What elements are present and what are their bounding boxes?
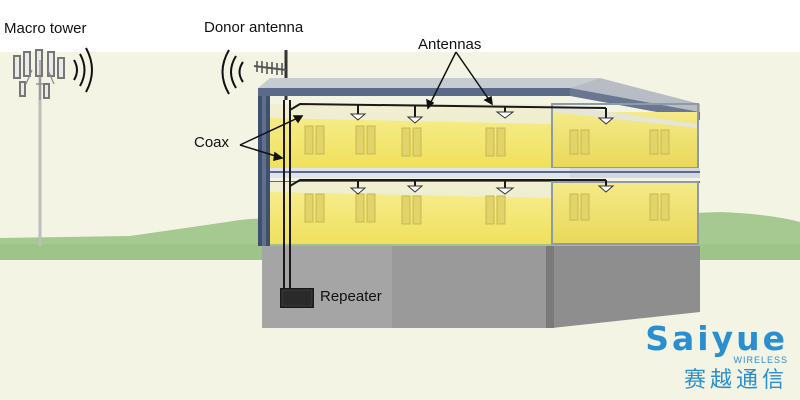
logo-subtitle: WIRELESS — [733, 355, 788, 365]
logo-chinese-name: 赛越通信 — [683, 368, 788, 393]
coax-label: Coax — [194, 134, 230, 151]
repeater-label: Repeater — [320, 288, 382, 305]
macro-tower-signal-icon — [73, 47, 93, 93]
donor-antenna-signal-icon — [221, 49, 244, 95]
coax-cables — [283, 100, 607, 290]
windows-lower — [304, 193, 670, 225]
building — [258, 78, 700, 328]
logo-wordmark: Saiyue — [645, 319, 788, 358]
windows-upper — [304, 125, 670, 157]
label-pointers — [239, 51, 493, 161]
macro-tower-label: Macro tower — [4, 20, 87, 37]
macro-tower — [13, 49, 65, 246]
antennas-label: Antennas — [418, 36, 482, 53]
donor-antenna-label: Donor antenna — [204, 19, 304, 36]
repeater-box — [280, 288, 314, 308]
indoor-antenna-icons — [349, 111, 615, 195]
saiyue-logo: Saiyue WIRELESS 赛越通信 — [618, 322, 788, 392]
